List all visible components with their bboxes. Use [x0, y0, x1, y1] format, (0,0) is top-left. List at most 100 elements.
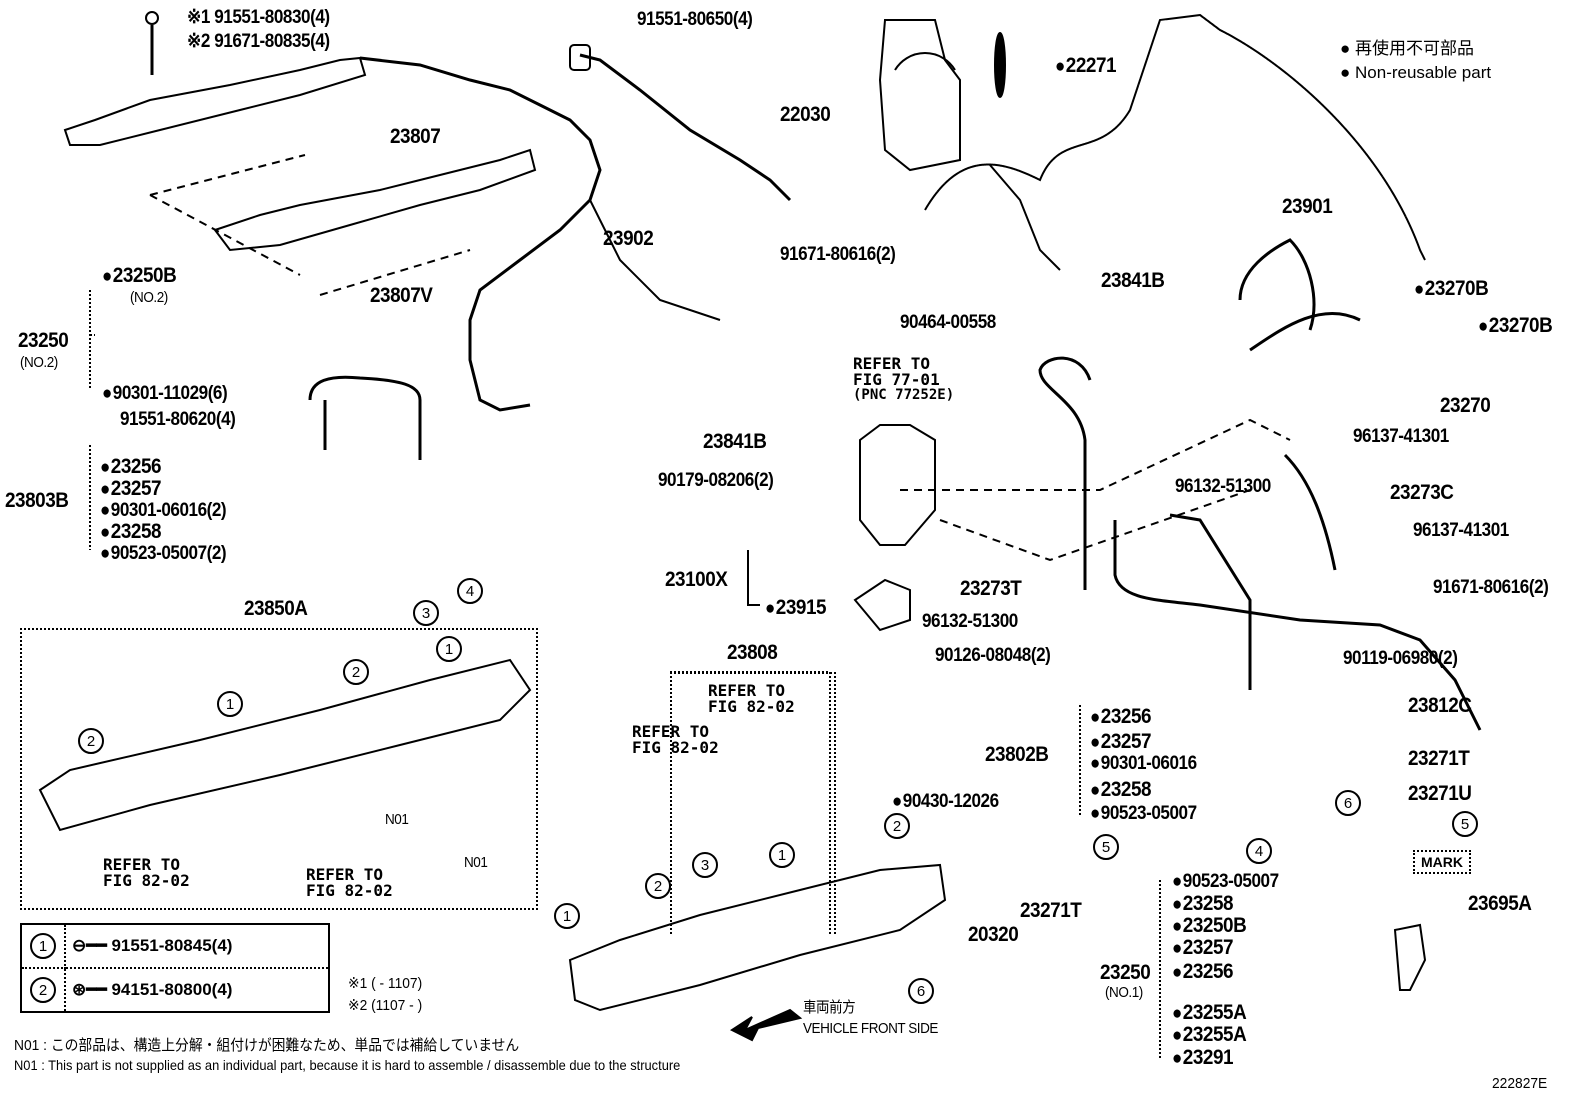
- part-label-23250B-no2[interactable]: 23250B: [102, 265, 177, 286]
- part-sub-no2: (NO.2): [130, 289, 168, 306]
- part-label-96132-51300[interactable]: 96132-51300: [1175, 476, 1271, 497]
- part-label-91551-80620[interactable]: 91551-80620(4): [120, 409, 236, 430]
- part-label-23807[interactable]: 23807: [390, 125, 441, 148]
- group-23802B-item[interactable]: 90301-06016: [1090, 754, 1197, 773]
- delivery-pipe-left: [38, 658, 532, 832]
- group-23803B-item[interactable]: 23258: [100, 521, 162, 542]
- figure-id: 222827E: [1492, 1075, 1548, 1092]
- part-label-23270B[interactable]: 23270B: [1414, 278, 1489, 299]
- callout-2: 2: [343, 659, 369, 685]
- part-label-22030[interactable]: 22030: [780, 103, 831, 126]
- part-label-23250-no2[interactable]: 23250: [18, 329, 69, 352]
- part-label-23902[interactable]: 23902: [603, 227, 654, 250]
- callout-3: 3: [413, 600, 439, 626]
- part-label-23695A[interactable]: 23695A: [1468, 892, 1532, 915]
- part-label-90179-08206[interactable]: 90179-08206(2): [658, 470, 774, 491]
- part-label-23812C[interactable]: 23812C: [1408, 694, 1472, 717]
- group-23803B-item[interactable]: 90301-06016(2): [100, 501, 227, 520]
- group-23250-item[interactable]: 90523-05007: [1172, 872, 1279, 891]
- part-label-23100X[interactable]: 23100X: [665, 568, 728, 591]
- group-23802B-item[interactable]: 23256: [1090, 706, 1152, 727]
- group-23250-item[interactable]: 23255A: [1172, 1002, 1247, 1023]
- group-23250-item[interactable]: 23258: [1172, 893, 1234, 914]
- part-label-23271U[interactable]: 23271U: [1408, 782, 1472, 805]
- serial-note-1: ※1 ( - 1107): [348, 975, 423, 992]
- vehicle-front-ja: 車両前方: [803, 999, 856, 1016]
- group-23803B-item[interactable]: 23256: [100, 456, 162, 477]
- part-label-20320[interactable]: 20320: [968, 923, 1019, 946]
- part-label-23273C[interactable]: 23273C: [1390, 481, 1454, 504]
- vehicle-front-en: VEHICLE FRONT SIDE: [803, 1020, 938, 1037]
- part-label-23841B[interactable]: 23841B: [1101, 269, 1165, 292]
- group-23803B-item[interactable]: 23257: [100, 478, 162, 499]
- part-label-23807V[interactable]: 23807V: [370, 284, 433, 307]
- part-label-91671-80616[interactable]: 91671-80616(2): [1433, 577, 1549, 598]
- throttle-body: [878, 19, 961, 172]
- group-23802B-item[interactable]: 23258: [1090, 779, 1152, 800]
- note-marker-n01[interactable]: N01: [385, 811, 409, 828]
- vehicle-front-arrow: [729, 1008, 803, 1042]
- part-label-91671-80616[interactable]: 91671-80616(2): [780, 244, 896, 265]
- part-label-90430-12026[interactable]: 90430-12026: [892, 792, 999, 811]
- fastener-table: 1 ⊖━━ 91551-80845(4) 2 ⊛━━ 94151-80800(4…: [20, 923, 330, 1013]
- hose-23273T: [1038, 356, 1092, 590]
- part-label-23270[interactable]: 23270: [1440, 394, 1491, 417]
- group-23250-item[interactable]: 23291: [1172, 1047, 1234, 1068]
- part-label-90301-11029[interactable]: 90301-11029(6): [102, 384, 228, 403]
- part-label-90464-00558[interactable]: 90464-00558: [900, 312, 996, 333]
- part-label-90126-08048[interactable]: 90126-08048(2): [935, 645, 1051, 666]
- fastener-row: 2 ⊛━━ 94151-80800(4): [20, 967, 330, 1013]
- group-23803B-item[interactable]: 90523-05007(2): [100, 544, 227, 563]
- group-23250-item[interactable]: 23257: [1172, 937, 1234, 958]
- footnote-ja: N01 : この部品は、構造上分解・組付けが困難なため、単品では補給していません: [14, 1037, 520, 1054]
- fastener-part-number[interactable]: 91551-80845(4): [111, 936, 233, 955]
- part-label-23270B[interactable]: 23270B: [1478, 315, 1553, 336]
- group-23802B-item[interactable]: 90523-05007: [1090, 804, 1197, 823]
- bolt-icon: ⊖━━: [72, 936, 107, 955]
- legend: ● 再使用不可部品 ● Non-reusable part: [1340, 34, 1491, 87]
- group-23250-item[interactable]: 23256: [1172, 961, 1234, 982]
- part-label-23271T[interactable]: 23271T: [1020, 899, 1082, 922]
- group-23802B-item[interactable]: 23257: [1090, 731, 1152, 752]
- group-label-23802B[interactable]: 23802B: [985, 743, 1049, 766]
- nut-icon: ⊛━━: [72, 980, 107, 999]
- note-marker-n01[interactable]: N01: [464, 854, 488, 871]
- part-label-96137-41301[interactable]: 96137-41301: [1413, 520, 1509, 541]
- part-label-91551-80650[interactable]: 91551-80650(4): [637, 9, 753, 30]
- fastener-part-number[interactable]: 94151-80800(4): [111, 980, 233, 999]
- part-label-23901[interactable]: 23901: [1282, 195, 1333, 218]
- non-reusable-dot-icon: ●: [1340, 63, 1351, 82]
- group-23250-item[interactable]: 23250B: [1172, 915, 1247, 936]
- mark-label: MARK: [1413, 850, 1471, 874]
- callout-2: 2: [30, 977, 56, 1003]
- egr-gasket: [853, 578, 911, 632]
- group-sub-no1: (NO.1): [1105, 984, 1143, 1001]
- part-label-96132-51300[interactable]: 96132-51300: [922, 611, 1018, 632]
- callout-6: 6: [908, 978, 934, 1004]
- callout-4: 4: [1246, 838, 1272, 864]
- group-label-23850A[interactable]: 23850A: [244, 597, 308, 620]
- part-label-bolt-1[interactable]: ※1 91551-80830(4): [187, 7, 330, 28]
- part-label-22271[interactable]: 22271: [1055, 55, 1117, 76]
- group-23250-item[interactable]: 23255A: [1172, 1024, 1247, 1045]
- group-label-23250-no1[interactable]: 23250: [1100, 961, 1151, 984]
- pipe-23812C: [1113, 520, 1482, 731]
- callout-1: 1: [769, 842, 795, 868]
- part-label-23841B[interactable]: 23841B: [703, 430, 767, 453]
- part-label-23915[interactable]: 23915: [765, 597, 827, 618]
- group-box-23850A: [20, 628, 538, 910]
- part-label-bolt-2[interactable]: ※2 91671-80835(4): [187, 31, 330, 52]
- part-label-96137-41301[interactable]: 96137-41301: [1353, 426, 1449, 447]
- part-label-90119-06980[interactable]: 90119-06980(2): [1343, 648, 1458, 669]
- part-label-23273T[interactable]: 23273T: [960, 577, 1022, 600]
- part-label-23808[interactable]: 23808: [727, 641, 778, 664]
- group-label-23803B[interactable]: 23803B: [5, 489, 69, 512]
- hose-23902: [359, 56, 602, 412]
- part-label-23271T[interactable]: 23271T: [1408, 747, 1470, 770]
